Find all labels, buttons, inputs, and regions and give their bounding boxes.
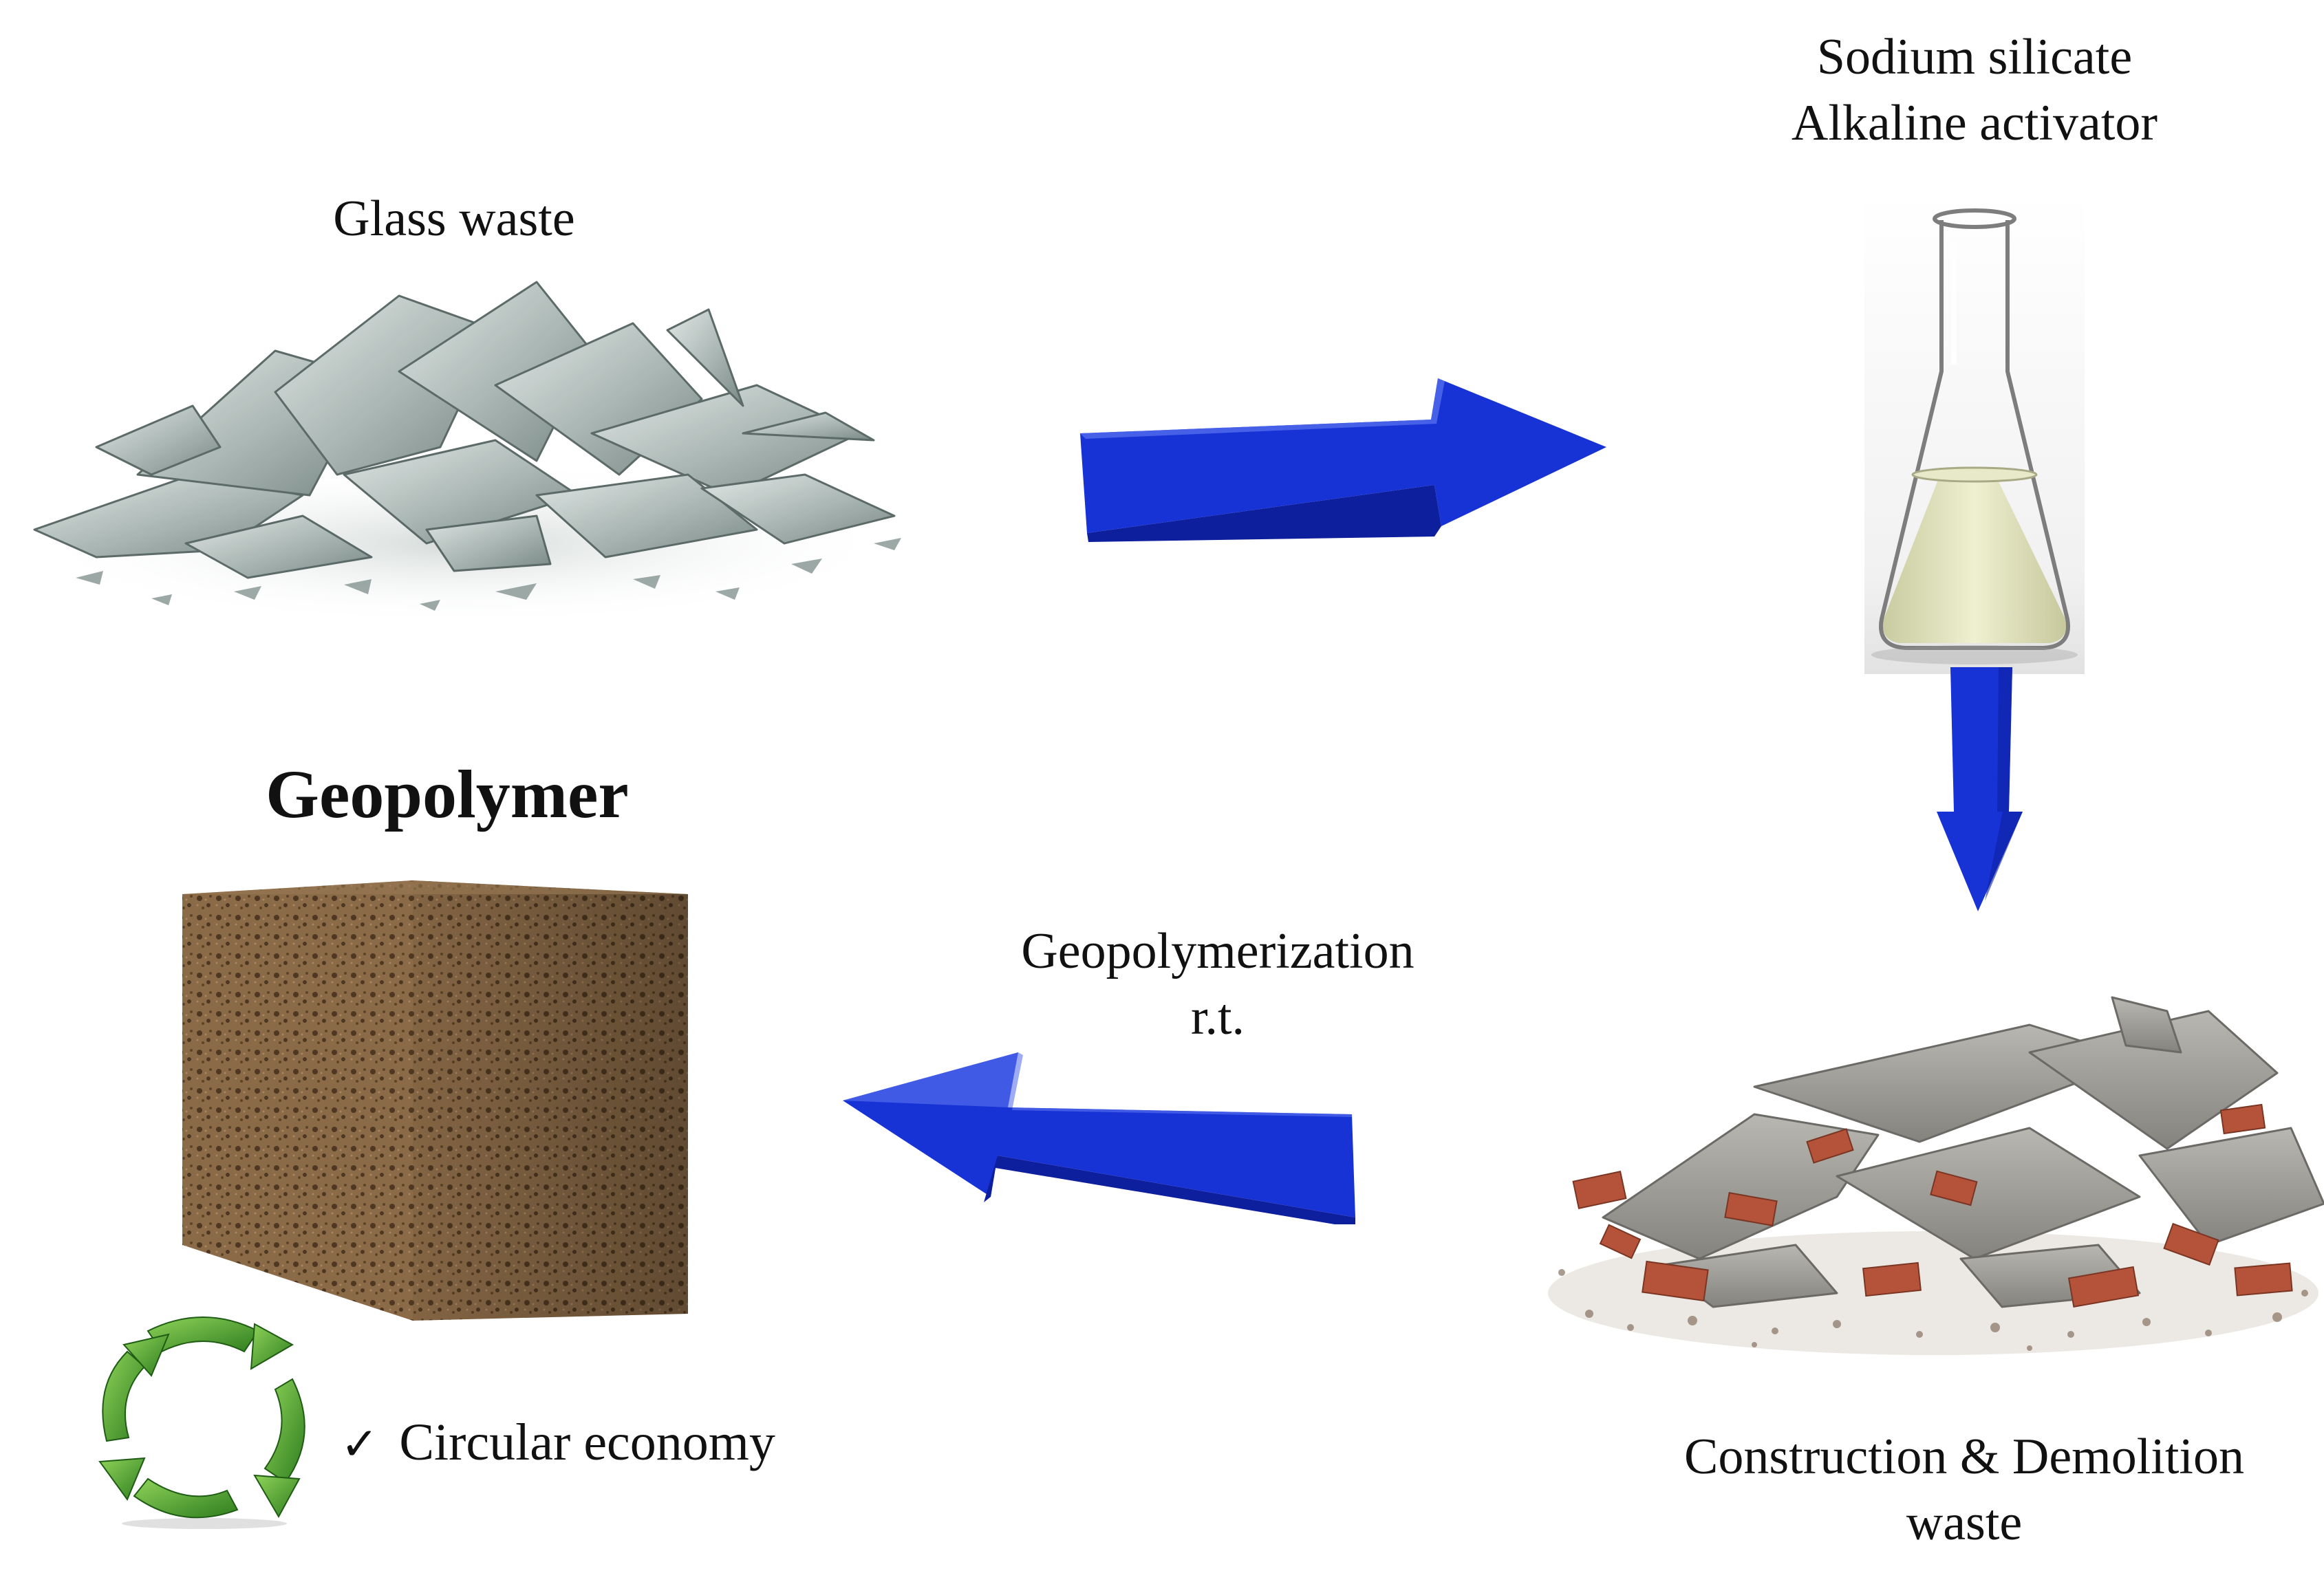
label-geopolymer: Geopolymer <box>266 756 629 832</box>
demolition-rubble-icon <box>1548 996 2324 1355</box>
arrow-down <box>1937 667 2023 911</box>
label-cdw-line2: waste <box>1906 1495 2023 1552</box>
label-construction-demolition-waste: Construction & Demolition waste <box>1603 1424 2324 1556</box>
geopolymer-cube-icon <box>182 880 688 1321</box>
arrow-right-1 <box>1080 378 1606 542</box>
label-activator-line2: Alkaline activator <box>1791 95 2158 152</box>
label-glass-waste: Glass waste <box>333 191 575 247</box>
checkmark-icon: ✓ <box>341 1418 379 1471</box>
label-cdw-line1: Construction & Demolition <box>1684 1429 2244 1485</box>
label-alkaline-activator: Sodium silicate Alkaline activator <box>1699 24 2250 156</box>
arrow-left <box>843 1052 1355 1224</box>
label-activator-line1: Sodium silicate <box>1816 29 2133 85</box>
glass-shards-icon <box>21 281 901 626</box>
label-process-line2: r.t. <box>1190 989 1245 1046</box>
circular-economy-text: Circular economy <box>399 1413 775 1471</box>
label-process-line1: Geopolymerization <box>1021 923 1414 979</box>
label-circular-economy: ✓ Circular economy <box>341 1409 775 1477</box>
label-geopolymerization: Geopolymerization r.t. <box>963 918 1472 1050</box>
recycle-leaves-icon <box>98 1316 305 1529</box>
erlenmeyer-flask-icon <box>1864 193 2085 674</box>
